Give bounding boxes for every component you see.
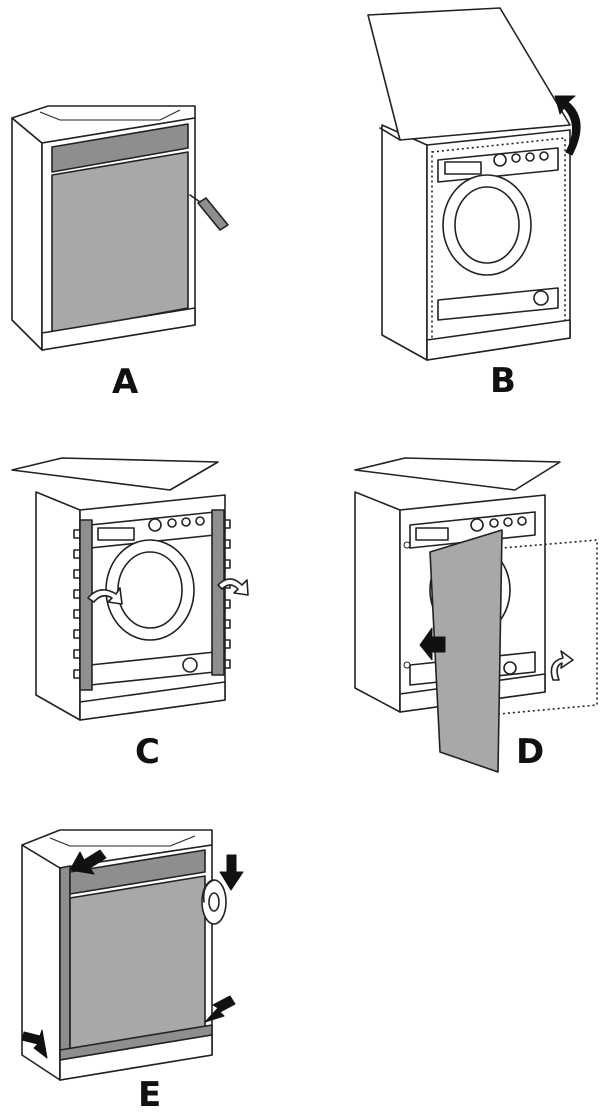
arrow-down-icon — [219, 854, 244, 891]
arrow-top-left-icon — [69, 849, 107, 875]
arrow-bottom-left-icon — [21, 1029, 48, 1059]
panel-b-machine — [367, 7, 581, 361]
rotate-arrow-right-icon — [217, 578, 249, 596]
panel-e-cabinet — [21, 829, 244, 1081]
screwdriver-icon — [189, 194, 229, 231]
label-e: E — [138, 1075, 162, 1115]
tape-roll-icon — [201, 879, 227, 925]
arrow-left-icon — [419, 627, 446, 661]
label-d: D — [516, 732, 545, 772]
arrow-bottom-right-icon — [204, 995, 236, 1023]
hinge-bracket-right — [211, 509, 231, 676]
panel-c-machine — [11, 457, 249, 721]
hinge-bracket-left — [73, 519, 93, 691]
panel-d-machine — [354, 457, 598, 773]
door-panel — [429, 529, 503, 773]
label-b: B — [490, 361, 516, 401]
rotate-arrow-left-icon — [87, 587, 123, 605]
label-a: A — [112, 362, 139, 402]
rotate-arrow-icon — [554, 95, 581, 156]
panel-a-cabinet — [11, 105, 229, 351]
label-c: C — [135, 732, 160, 772]
rotate-arrow-icon — [550, 650, 574, 681]
